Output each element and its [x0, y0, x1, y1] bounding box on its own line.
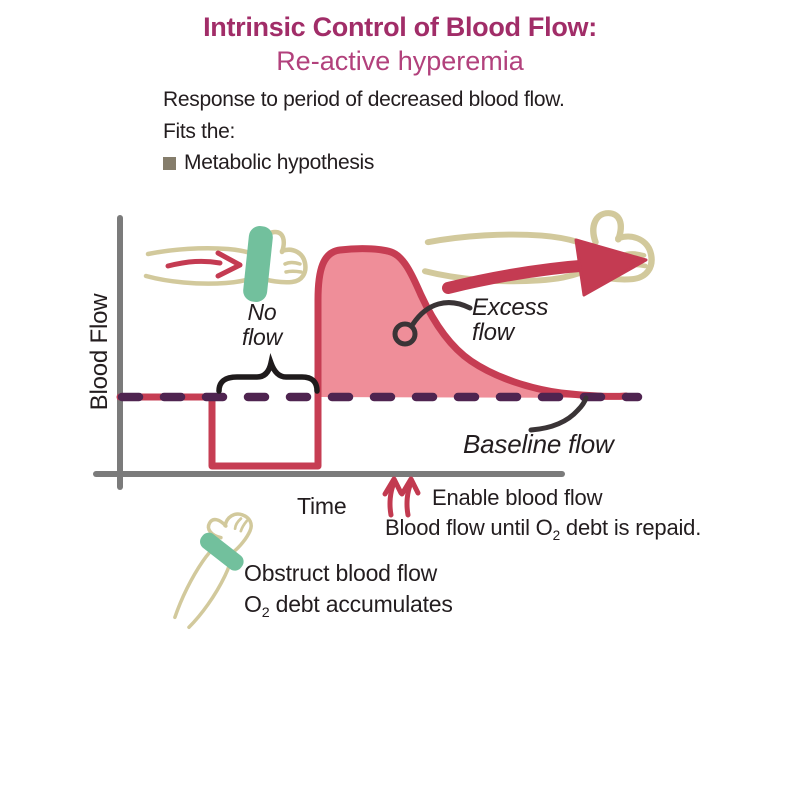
blocked-flow-arrow-icon [165, 250, 243, 279]
blood-flow-curve [116, 245, 630, 470]
page-subtitle: Re-active hyperemia [276, 46, 524, 76]
description-text: Response to period of decreased blood fl… [163, 88, 565, 111]
excess-flow-area [321, 249, 623, 398]
page-title: Intrinsic Control of Blood Flow: [203, 12, 597, 42]
enable-flow-up-arrows-icon [382, 476, 421, 518]
subscript-2: 2 [552, 527, 561, 543]
obstructed-arm-illustration [157, 500, 259, 632]
obstruct-blood-flow-note: Obstruct blood flow [244, 560, 438, 586]
enable-blood-flow-note: Enable blood flow [432, 485, 603, 510]
hypothesis-label: Metabolic hypothesis [184, 151, 375, 174]
cuff-band-icon [243, 226, 273, 302]
o2-debt-accumulates-note: O2 debt accumulates [244, 591, 453, 621]
y-axis-label: Blood Flow [86, 293, 113, 411]
no-flow-annotation: No flow [241, 299, 283, 350]
baseline-flow-annotation: Baseline flow [463, 429, 614, 459]
free-flow-arrow-icon [442, 238, 648, 297]
hypothesis-bullet-row: Metabolic hypothesis [163, 151, 374, 175]
free-flow-arm-illustration [425, 213, 651, 297]
occluded-arm-illustration [146, 226, 305, 302]
subscript-2: 2 [261, 604, 270, 621]
cuff-band-icon [200, 532, 244, 571]
fits-the-label: Fits the: [163, 120, 235, 143]
baseline-flow-pointer [528, 395, 589, 433]
no-flow-brace [216, 352, 320, 394]
chart-axes [93, 215, 565, 490]
excess-flow-pointer [392, 300, 473, 347]
x-axis-label: Time [297, 493, 347, 519]
square-bullet-icon [163, 156, 176, 170]
o2-debt-repaid-note: Blood flow until O2 debt is repaid. [385, 515, 702, 543]
excess-flow-annotation: Excess flow [472, 294, 549, 346]
